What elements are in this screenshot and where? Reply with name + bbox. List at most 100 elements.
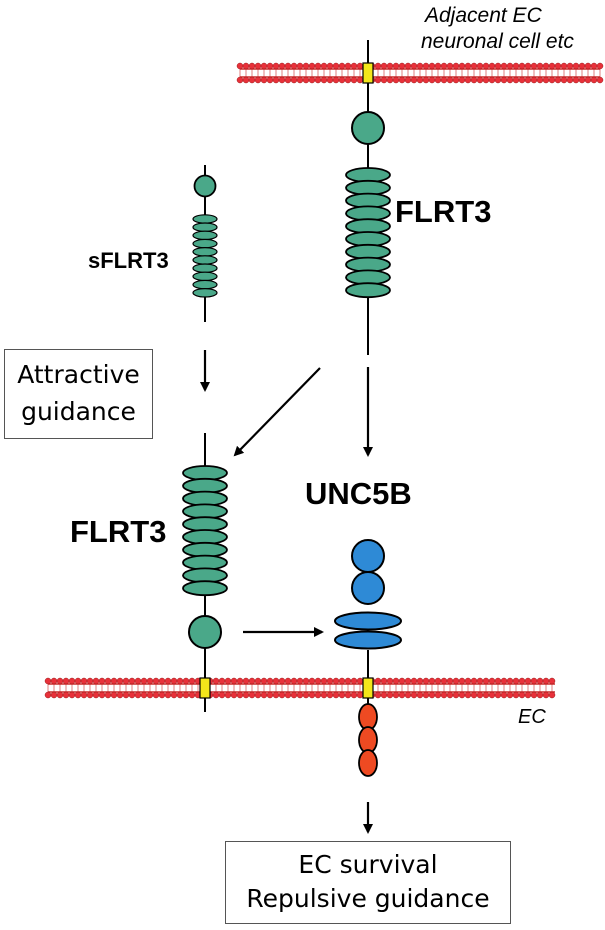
membrane-bottom-head [518,677,526,685]
membrane-top-head [518,62,526,70]
flrt3-bottom-label: FLRT3 [70,514,167,549]
unc5b-protein [334,539,402,777]
membrane-bottom-head [422,677,430,685]
membrane-bottom-head [122,691,130,699]
membrane-bottom-head [236,677,244,685]
membrane-bottom-head [314,691,322,699]
flrt3-top-label: FLRT3 [395,194,492,229]
membrane-top-head [434,62,442,70]
membrane-bottom-head [464,677,472,685]
membrane-bottom-head [536,691,544,699]
membrane-top-head [476,62,484,70]
membrane-top-head [512,76,520,84]
membrane-bottom-head [320,677,328,685]
membrane-top-head [242,76,250,84]
membrane-top-head [254,62,262,70]
membrane-bottom-head [74,677,82,685]
membrane-bottom-head [236,691,244,699]
lrr-domain [182,477,228,494]
sflrt3-label: sFLRT3 [88,248,169,273]
membrane-bottom-head [488,677,496,685]
membrane-bottom-head [494,691,502,699]
membrane-top-head [404,76,412,84]
membrane-top-head [524,76,532,84]
membrane-bottom-head [242,677,250,685]
membrane-top-head [410,62,418,70]
membrane-top-head [470,62,478,70]
membrane-top-head [434,76,442,84]
membrane-bottom-head [512,677,520,685]
membrane-bottom-head [116,691,124,699]
membrane-bottom-head [248,691,256,699]
lrr-domain [192,287,218,298]
membrane-top-head [308,76,316,84]
membrane-top-head [560,76,568,84]
membrane-bottom-head [218,677,226,685]
membrane-bottom-head [260,677,268,685]
membrane-bottom-head [242,691,250,699]
membrane-top-head [350,76,358,84]
membrane-bottom-head [416,691,424,699]
membrane-bottom-head [68,677,76,685]
membrane-bottom-head [140,691,148,699]
membrane-top-head [542,76,550,84]
membrane-bottom-head [542,691,550,699]
membrane-bottom-head [548,677,556,685]
lrr-domain [192,214,218,224]
membrane-bottom-head [308,691,316,699]
membrane-bottom-head [116,677,124,685]
membrane-bottom-head [548,691,556,699]
membrane-bottom-head [146,677,154,685]
flrt3-top-anchor [362,62,374,84]
membrane-bottom-head [428,677,436,685]
membrane-top-head [578,76,586,84]
membrane-top-head [242,62,250,70]
outcome-line1: EC survival [298,850,438,879]
membrane-bottom-head [98,691,106,699]
attractive-guidance-line2: guidance [21,397,136,426]
membrane-top-head [482,76,490,84]
membrane-top-head [422,62,430,70]
membrane-bottom-head [218,691,226,699]
membrane-bottom-head [254,677,262,685]
membrane-bottom-head [302,691,310,699]
membrane-top-head [554,62,562,70]
membrane-top-head [584,62,592,70]
membrane-bottom-head [284,677,292,685]
membrane-bottom-head [518,691,526,699]
membrane-bottom-head [86,691,94,699]
membrane-bottom-head [170,677,178,685]
membrane-top-adjacent-cell [236,62,604,84]
membrane-top-head [296,76,304,84]
membrane-bottom-head [374,691,382,699]
lrr-domain [192,247,218,257]
membrane-top-head [302,62,310,70]
membrane-bottom-head [212,677,220,685]
membrane-bottom-ec [44,677,556,699]
lrr-domain [345,231,391,247]
membrane-bottom-head [512,691,520,699]
membrane-top-head [596,76,604,84]
membrane-top-head [338,76,346,84]
membrane-top-head [290,76,298,84]
membrane-bottom-head [188,691,196,699]
membrane-bottom-head [128,677,136,685]
membrane-top-head [290,62,298,70]
membrane-top-head [386,76,394,84]
sflrt3-globular-domain [193,174,217,198]
flrt3-top-globular-domain [351,111,385,145]
unc5b-intracellular-domain-3 [358,749,378,777]
membrane-bottom-head [302,677,310,685]
membrane-bottom-head [326,691,334,699]
membrane-top-head [272,62,280,70]
membrane-bottom-head [536,677,544,685]
membrane-bottom-head [152,677,160,685]
membrane-bottom-head [182,677,190,685]
flrt3-top-lrr-domains [345,167,391,299]
membrane-bottom-head [326,677,334,685]
membrane-bottom-head [80,677,88,685]
membrane-bottom-head [230,677,238,685]
membrane-bottom-head [398,677,406,685]
membrane-bottom-head [152,691,160,699]
